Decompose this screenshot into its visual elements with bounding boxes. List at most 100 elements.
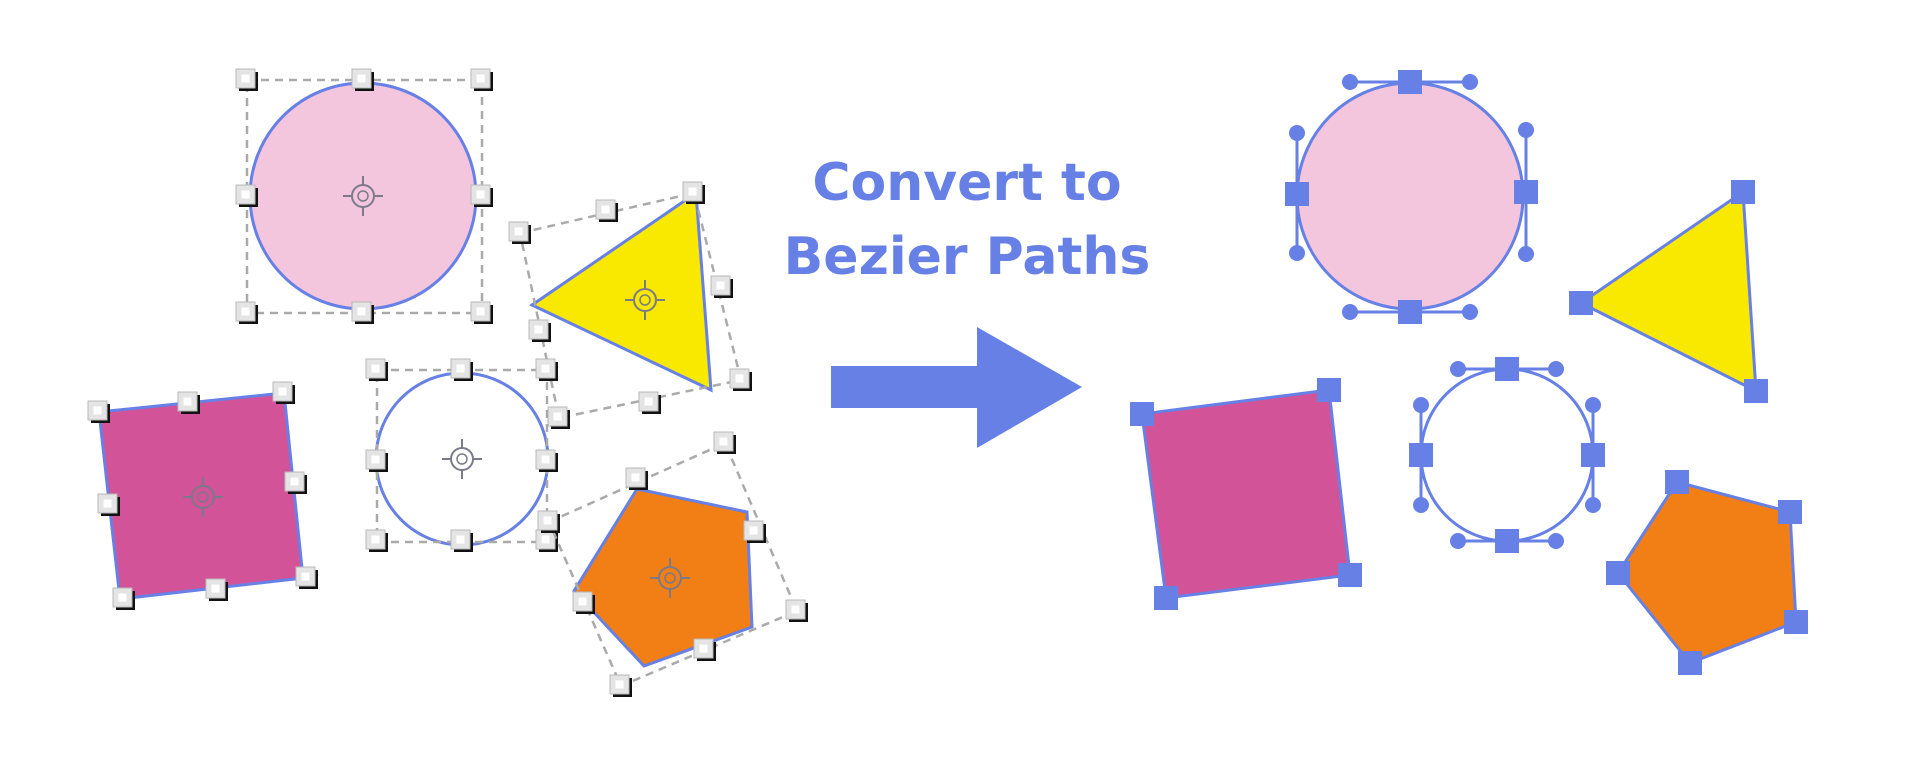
square-handle-icon[interactable] [351, 68, 375, 92]
round-control-point-icon[interactable] [1585, 397, 1601, 413]
selected-orange-pentagon[interactable] [537, 431, 809, 698]
selected-magenta-square[interactable] [87, 381, 319, 611]
round-control-point-icon[interactable] [1342, 74, 1358, 90]
square-anchor-icon[interactable] [1606, 561, 1630, 585]
square-anchor-icon[interactable] [1495, 357, 1519, 381]
round-control-point-icon[interactable] [1289, 245, 1305, 261]
square-anchor-icon[interactable] [1569, 291, 1593, 315]
square-handle-icon[interactable] [528, 319, 552, 343]
square-handle-icon[interactable] [450, 358, 474, 382]
bezier-yellow-triangle[interactable] [1569, 180, 1768, 403]
pink-circle-control-points[interactable] [1289, 74, 1534, 320]
square-handle-icon[interactable] [112, 587, 136, 611]
round-control-point-icon[interactable] [1450, 361, 1466, 377]
round-control-point-icon[interactable] [1413, 497, 1429, 513]
round-control-point-icon[interactable] [1462, 304, 1478, 320]
orange-pentagon-anchors[interactable] [1606, 470, 1808, 675]
square-anchor-icon[interactable] [1338, 563, 1362, 587]
pink-circle-path [1295, 81, 1525, 311]
square-handle-icon[interactable] [351, 301, 375, 325]
square-handle-icon[interactable] [365, 358, 389, 382]
square-handle-icon[interactable] [87, 400, 111, 424]
white-circle-anchors[interactable] [1409, 357, 1605, 553]
square-handle-icon[interactable] [713, 431, 737, 455]
round-control-point-icon[interactable] [1462, 74, 1478, 90]
square-handle-icon[interactable] [235, 301, 259, 325]
bezier-magenta-square[interactable] [1130, 378, 1362, 610]
square-anchor-icon[interactable] [1398, 70, 1422, 94]
square-anchor-icon[interactable] [1317, 378, 1341, 402]
square-handle-icon[interactable] [365, 529, 389, 553]
square-handle-icon[interactable] [177, 391, 201, 415]
round-control-point-icon[interactable] [1548, 361, 1564, 377]
square-handle-icon[interactable] [284, 471, 308, 495]
round-control-point-icon[interactable] [1585, 497, 1601, 513]
square-handle-icon[interactable] [682, 181, 706, 205]
square-anchor-icon[interactable] [1778, 500, 1802, 524]
square-handle-icon[interactable] [572, 591, 596, 615]
square-handle-icon[interactable] [535, 449, 559, 473]
selected-pink-circle[interactable] [235, 68, 494, 325]
square-anchor-icon[interactable] [1409, 443, 1433, 467]
square-anchor-icon[interactable] [1731, 180, 1755, 204]
bezier-orange-pentagon[interactable] [1606, 470, 1808, 675]
square-handle-icon[interactable] [235, 68, 259, 92]
square-handle-icon[interactable] [470, 301, 494, 325]
square-anchor-icon[interactable] [1581, 443, 1605, 467]
square-anchor-icon[interactable] [1784, 610, 1808, 634]
round-control-point-icon[interactable] [1450, 533, 1466, 549]
square-handle-icon[interactable] [537, 510, 561, 534]
square-handle-icon[interactable] [205, 578, 229, 602]
square-anchor-icon[interactable] [1665, 470, 1689, 494]
square-handle-icon[interactable] [535, 358, 559, 382]
square-handle-icon[interactable] [470, 184, 494, 208]
square-handle-icon[interactable] [729, 368, 753, 392]
yellow-triangle-path [1578, 189, 1758, 394]
round-control-point-icon[interactable] [1342, 304, 1358, 320]
magenta-square-path [1140, 388, 1352, 600]
square-handle-icon[interactable] [450, 529, 474, 553]
pink-circle-anchors[interactable] [1285, 70, 1538, 324]
square-anchor-icon[interactable] [1744, 379, 1768, 403]
square-handle-icon[interactable] [97, 493, 121, 517]
round-control-point-icon[interactable] [1289, 125, 1305, 141]
square-anchor-icon[interactable] [1514, 180, 1538, 204]
magenta-square-anchors[interactable] [1130, 378, 1362, 610]
round-control-point-icon[interactable] [1413, 397, 1429, 413]
pink-circle-shape [248, 81, 478, 311]
square-handle-icon[interactable] [235, 184, 259, 208]
round-control-point-icon[interactable] [1518, 122, 1534, 138]
square-handle-icon[interactable] [785, 599, 809, 623]
square-anchor-icon[interactable] [1130, 402, 1154, 426]
white-circle-shape [374, 371, 550, 547]
bezier-white-circle[interactable] [1409, 357, 1605, 553]
square-anchor-icon[interactable] [1398, 300, 1422, 324]
square-handle-icon[interactable] [470, 68, 494, 92]
caption-line-1: Convert to [812, 153, 1121, 213]
bezier-pink-circle[interactable] [1285, 70, 1538, 324]
square-handle-icon[interactable] [272, 381, 296, 405]
selected-white-circle[interactable] [365, 358, 559, 553]
square-handle-icon[interactable] [609, 674, 633, 698]
square-handle-icon[interactable] [295, 566, 319, 590]
square-handle-icon[interactable] [547, 406, 571, 430]
yellow-triangle-shape [528, 190, 713, 393]
round-control-point-icon[interactable] [1548, 533, 1564, 549]
square-handle-icon[interactable] [365, 449, 389, 473]
white-circle-control-points[interactable] [1413, 361, 1601, 549]
selected-yellow-triangle[interactable] [508, 181, 753, 430]
square-handle-icon[interactable] [693, 638, 717, 662]
square-anchor-icon[interactable] [1678, 651, 1702, 675]
square-handle-icon[interactable] [638, 391, 662, 415]
square-anchor-icon[interactable] [1154, 586, 1178, 610]
square-anchor-icon[interactable] [1285, 182, 1309, 206]
square-handle-icon[interactable] [743, 520, 767, 544]
square-handle-icon[interactable] [508, 221, 532, 245]
square-anchor-icon[interactable] [1495, 529, 1519, 553]
square-handle-icon[interactable] [625, 467, 649, 491]
yellow-triangle-anchors[interactable] [1569, 180, 1768, 403]
square-handle-icon[interactable] [595, 199, 619, 223]
round-control-point-icon[interactable] [1518, 246, 1534, 262]
square-handle-icon[interactable] [710, 275, 734, 299]
